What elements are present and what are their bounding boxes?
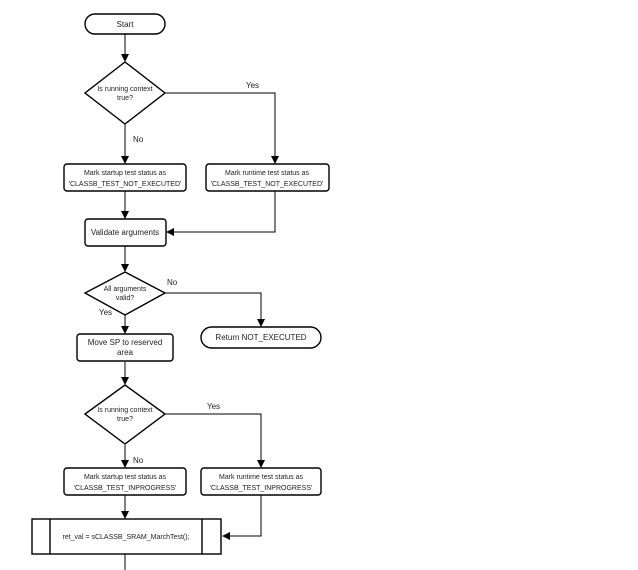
return-not-executed-label: Return NOT_EXECUTED (215, 333, 306, 342)
runtime-inprogress-line2: 'CLASSB_TEST_INPROGRESS' (210, 485, 313, 492)
decision3-line1: Is running context (97, 407, 152, 414)
validate-label: Validate arguments (91, 228, 159, 237)
edge-label-d1-no: No (133, 135, 144, 144)
runtime-not-executed-line1: Mark runtime test status as (225, 170, 310, 177)
return-not-executed-terminal: Return NOT_EXECUTED (200, 326, 322, 349)
edge-decision2-no (165, 292, 265, 327)
process-move-sp: Move SP to reserved area (76, 333, 174, 362)
decision-running-context-2: Is running context true? (83, 384, 167, 445)
edge-decision3-yes (165, 413, 265, 468)
decision-arguments-valid: All arguments valid? (83, 271, 167, 316)
edge-runtime-inprogress-to-march (222, 495, 262, 540)
runtime-not-executed-line2: 'CLASSB_TEST_NOT_EXECUTED' (211, 181, 324, 188)
connectors (121, 34, 279, 570)
process-mark-runtime-inprogress: Mark runtime test status as 'CLASSB_TEST… (200, 467, 322, 496)
edge-label-d3-yes: Yes (207, 402, 220, 411)
edge-decision1-yes (165, 92, 279, 164)
edge-label-d3-no: No (133, 456, 144, 465)
startup-inprogress-line1: Mark startup test status as (84, 474, 167, 481)
decision2-line1: All arguments (104, 286, 147, 293)
edge-labels: Yes No No Yes Yes No (99, 81, 259, 465)
startup-not-executed-line2: 'CLASSB_TEST_NOT_EXECUTED' (69, 181, 182, 188)
process-mark-startup-inprogress: Mark startup test status as 'CLASSB_TEST… (63, 467, 187, 496)
decision2-line2: valid? (116, 295, 134, 302)
start-label: Start (117, 20, 135, 29)
march-test-label: ret_val = sCLASSB_SRAM_MarchTest(); (62, 534, 189, 541)
process-mark-runtime-not-executed: Mark runtime test status as 'CLASSB_TEST… (205, 163, 330, 192)
decision-running-context-1: Is running context true? (83, 61, 167, 125)
process-mark-startup-not-executed: Mark startup test status as 'CLASSB_TEST… (63, 163, 187, 192)
move-sp-line1: Move SP to reserved (88, 338, 163, 347)
edge-label-d2-yes: Yes (99, 308, 112, 317)
runtime-inprogress-line1: Mark runtime test status as (219, 474, 304, 481)
edge-label-d2-no: No (167, 278, 178, 287)
startup-not-executed-line1: Mark startup test status as (84, 170, 167, 177)
move-sp-line2: area (117, 348, 134, 357)
decision3-line2: true? (117, 416, 133, 423)
edge-label-d1-yes: Yes (246, 81, 259, 90)
process-validate-arguments: Validate arguments (84, 218, 167, 247)
start-terminal: Start (84, 13, 166, 35)
edge-runtime-to-validate (166, 191, 276, 236)
decision1-line1: Is running context (97, 86, 152, 93)
subroutine-march-test: ret_val = sCLASSB_SRAM_MarchTest(); (31, 518, 222, 555)
decision1-line2: true? (117, 95, 133, 102)
startup-inprogress-line2: 'CLASSB_TEST_INPROGRESS' (74, 485, 177, 492)
